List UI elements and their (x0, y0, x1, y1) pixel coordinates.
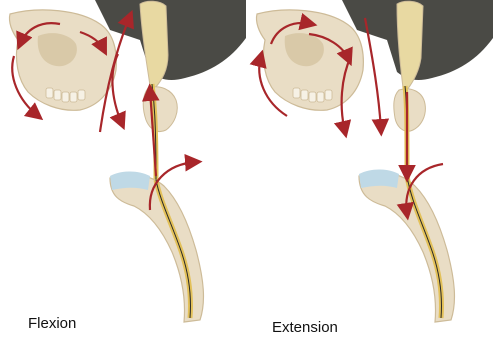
disc (359, 170, 399, 189)
flexion-label: Flexion (28, 315, 76, 332)
disc (110, 172, 150, 191)
flexion-panel: Flexion (0, 0, 246, 339)
extension-label: Extension (272, 319, 338, 336)
dural-tube (140, 1, 168, 88)
flexion-illustration (0, 0, 246, 339)
cervical-vertebrae (143, 87, 177, 132)
extension-illustration (247, 0, 493, 339)
skull-base (95, 0, 246, 80)
arrow-neck-curve (112, 54, 122, 124)
extension-panel: Extension (247, 0, 493, 339)
cervical-vertebrae (394, 89, 426, 131)
